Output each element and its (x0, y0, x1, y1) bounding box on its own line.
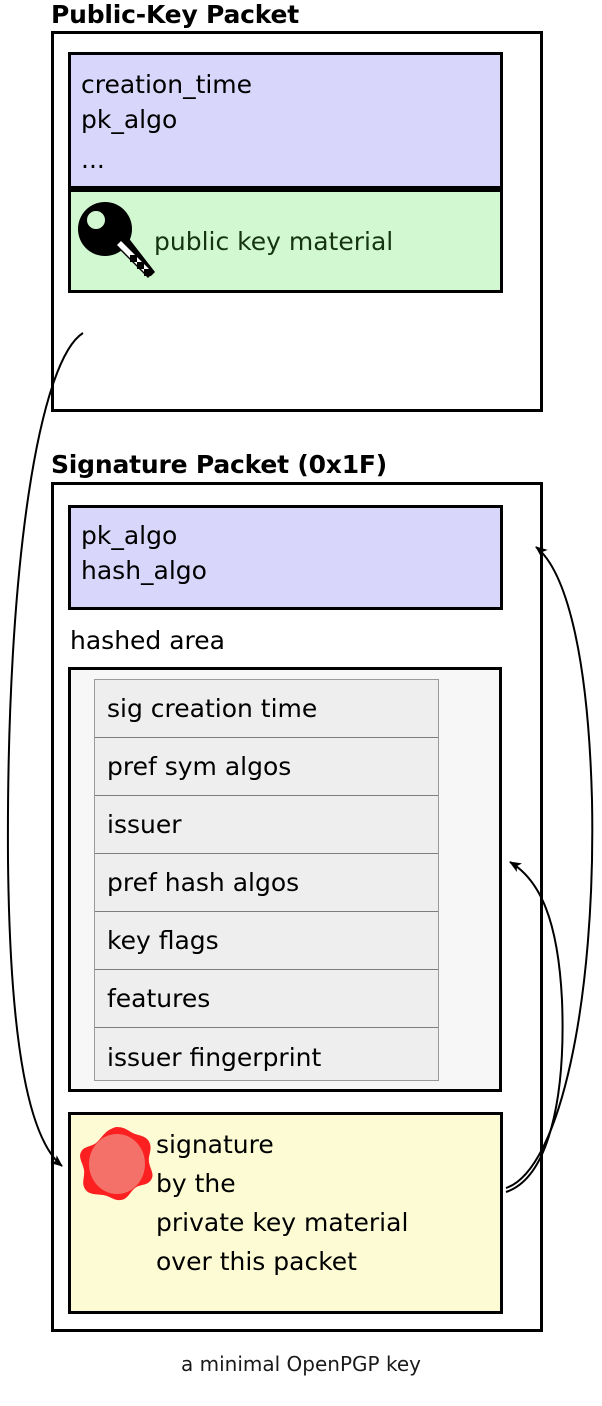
hashed-subpacket-label: pref hash algos (107, 868, 300, 897)
hashed-subpacket-row: sig creation time (95, 680, 438, 738)
hashed-subpacket-row: pref hash algos (95, 854, 438, 912)
signature-packet-title: Signature Packet (0x1F) (51, 450, 388, 479)
hashed-subpacket-label: features (107, 984, 211, 1013)
key-icon (78, 202, 155, 278)
public-key-creation-time-label: creation_time (81, 70, 253, 99)
public-key-packet-title: Public-Key Packet (51, 0, 300, 29)
hashed-area-label: hashed area (70, 626, 225, 655)
hashed-subpacket-label: key flags (107, 926, 219, 955)
hashed-subpacket-label: pref sym algos (107, 752, 292, 781)
public-key-material-label: public key material (154, 227, 394, 256)
hashed-subpacket-label: issuer fingerprint (107, 1042, 322, 1072)
signature-algo-field (68, 505, 503, 610)
hashed-subpacket-row: key flags (95, 912, 438, 970)
signature-line-4: over this packet (156, 1247, 357, 1276)
signature-pk-algo-label: pk_algo (81, 521, 178, 550)
hashed-subpacket-row: issuer fingerprint (95, 1028, 438, 1086)
diagram-caption: a minimal OpenPGP key (181, 1352, 421, 1376)
hashed-subpacket-row: features (95, 970, 438, 1028)
hashed-subpacket-row: pref sym algos (95, 738, 438, 796)
public-key-ellipsis-label: ... (81, 145, 105, 174)
signature-line-3: private key material (156, 1208, 409, 1237)
hashed-subpacket-label: issuer (107, 810, 182, 839)
wax-seal-icon (80, 1127, 153, 1201)
signature-line-1: signature (156, 1130, 274, 1159)
hashed-subpacket-list: sig creation time pref sym algos issuer pre… (94, 679, 439, 1081)
hashed-subpacket-label: sig creation time (107, 694, 318, 723)
public-key-pk-algo-label: pk_algo (81, 105, 178, 134)
public-key-header-field (68, 52, 503, 189)
signature-line-2: by the (156, 1169, 236, 1198)
signature-hash-algo-label: hash_algo (81, 556, 207, 585)
hashed-subpacket-row: issuer (95, 796, 438, 854)
public-key-material-field (68, 189, 503, 293)
